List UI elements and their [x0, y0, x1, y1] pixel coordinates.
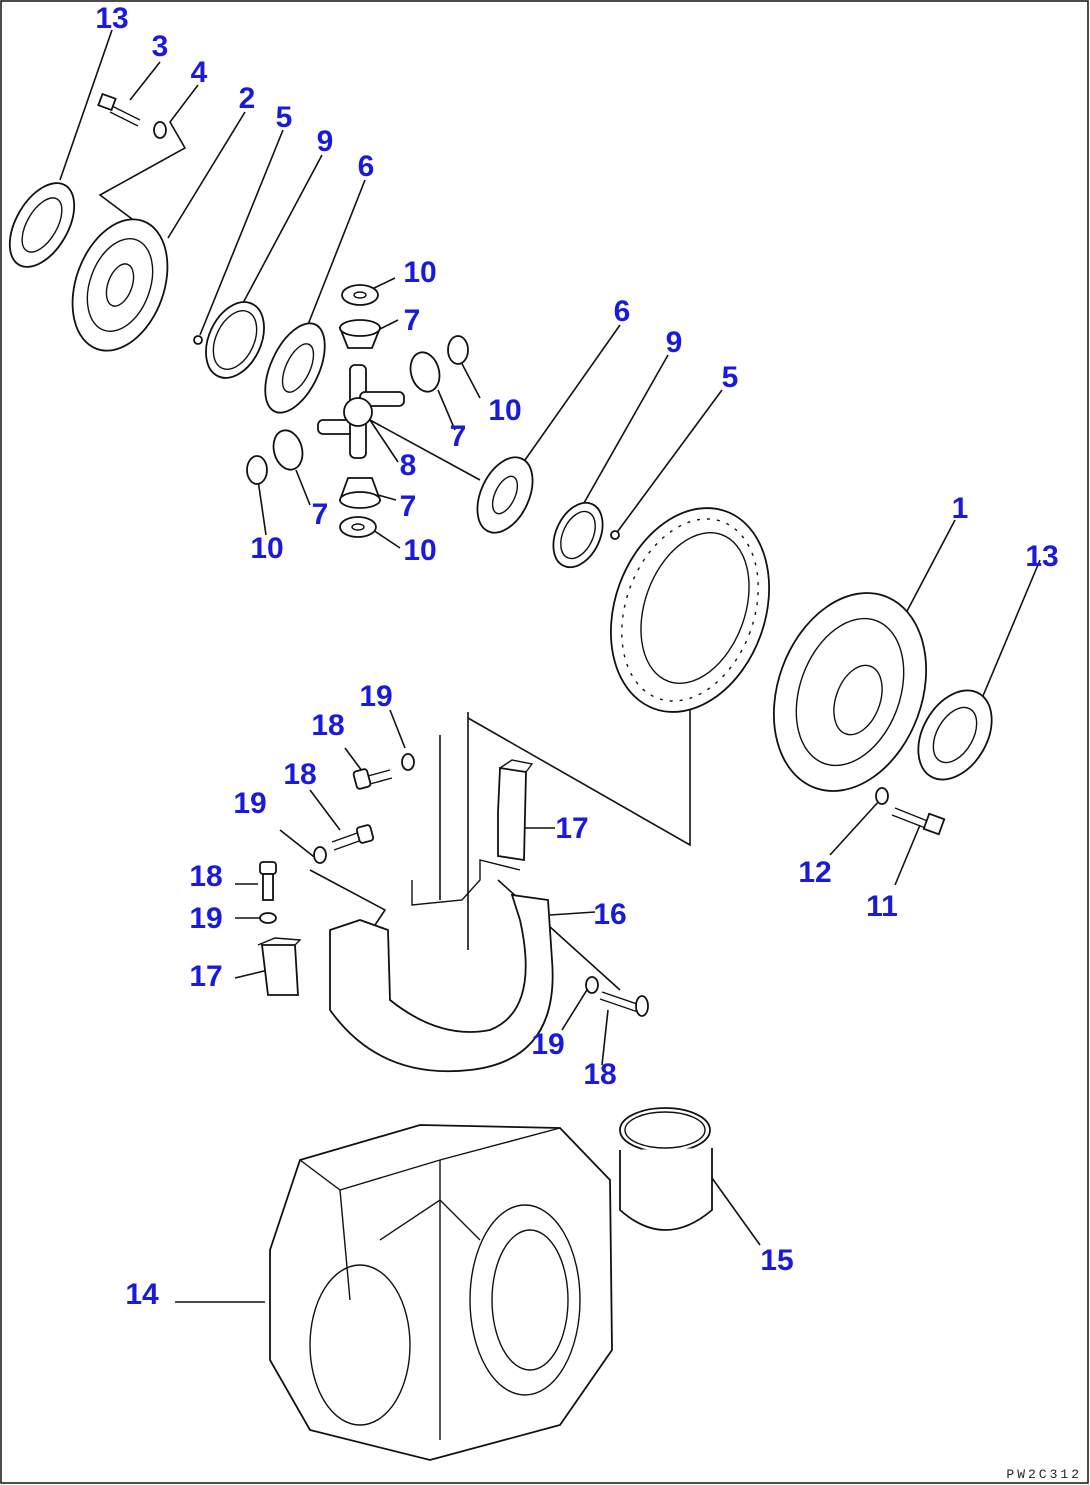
part-9-washer — [205, 301, 265, 379]
part-19-washer-d — [585, 976, 599, 994]
callout-19-c: 19 — [189, 902, 222, 935]
callout-10-right: 10 — [488, 394, 521, 427]
callout-10-top: 10 — [403, 256, 436, 289]
ring-gear — [610, 507, 770, 713]
part-7-pinion-left — [272, 429, 304, 471]
part-16-guard — [329, 859, 554, 1073]
part-5-pin-small — [193, 335, 203, 345]
part-15-sleeve — [619, 1107, 713, 1231]
part-10-washer-bottom — [339, 516, 377, 538]
part-19-washer-c — [259, 912, 277, 924]
part-6-side-gear-right — [476, 456, 534, 534]
callout-4: 4 — [191, 56, 208, 89]
part-18-bolt-b — [331, 824, 375, 851]
part-13-bearing-right — [917, 689, 993, 781]
part-2-case — [71, 218, 169, 352]
callout-17-top: 17 — [555, 812, 588, 845]
part-12-washer — [875, 787, 889, 805]
callout-18-b: 18 — [283, 758, 316, 791]
callout-9-right: 9 — [666, 326, 683, 359]
part-18-bolt-a — [352, 768, 393, 790]
callout-8: 8 — [400, 449, 417, 482]
callout-5-left: 5 — [276, 101, 293, 134]
callout-7-right: 7 — [450, 420, 467, 453]
part-3-bolt — [97, 92, 141, 127]
callout-9-left: 9 — [317, 125, 334, 158]
callout-3: 3 — [152, 30, 169, 63]
callout-6-left: 6 — [358, 150, 375, 183]
callout-1: 1 — [952, 492, 969, 525]
callout-18-a: 18 — [311, 709, 344, 742]
callout-13-right: 13 — [1025, 540, 1058, 573]
part-10-washer-left — [246, 455, 268, 485]
part-17-bracket-bottom — [257, 937, 302, 996]
part-10-washer-right — [447, 335, 469, 365]
part-7-pinion-bottom — [338, 477, 382, 509]
part-17-bracket-top — [497, 759, 534, 862]
part-8-spider — [317, 364, 405, 459]
callout-5-right: 5 — [722, 361, 739, 394]
callout-16: 16 — [593, 898, 626, 931]
callout-12: 12 — [798, 856, 831, 889]
part-14-housing — [269, 1124, 613, 1461]
callout-19-b: 19 — [233, 787, 266, 820]
callout-6-right: 6 — [614, 295, 631, 328]
callout-10-bottom: 10 — [403, 534, 436, 567]
callout-14: 14 — [125, 1278, 159, 1311]
callout-7-left: 7 — [312, 498, 329, 531]
part-5-pin-right — [610, 530, 620, 540]
part-19-washer-b — [313, 846, 327, 864]
callout-labels: 13 3 4 2 5 9 6 10 7 10 7 8 7 7 10 10 6 9… — [95, 2, 1058, 1311]
part-18-bolt-d — [599, 991, 649, 1017]
callout-2: 2 — [239, 82, 256, 115]
part-7-pinion-right — [409, 351, 441, 393]
part-1-case — [772, 592, 928, 792]
callout-17-bottom: 17 — [189, 960, 222, 993]
part-18-bolt-c — [259, 861, 277, 901]
callout-15: 15 — [760, 1244, 793, 1277]
leader-lines — [59, 29, 1041, 1303]
part-9-washer-right — [552, 501, 604, 569]
callout-7-top: 7 — [404, 304, 421, 337]
drawing-reference-code: PW2C312 — [1006, 1467, 1082, 1482]
callout-10-left: 10 — [250, 532, 283, 565]
callout-11: 11 — [866, 890, 898, 923]
part-13-bearing-left — [8, 182, 76, 268]
callout-18-d: 18 — [583, 1058, 616, 1091]
part-11-bolt — [891, 807, 946, 836]
callout-7-bottom: 7 — [400, 490, 417, 523]
callout-13-top: 13 — [95, 2, 128, 35]
part-7-pinion-top — [338, 319, 382, 349]
callout-19-a: 19 — [359, 680, 392, 713]
part-10-washer-top — [341, 284, 379, 306]
callout-18-c: 18 — [189, 860, 222, 893]
part-6-side-gear — [264, 322, 326, 414]
callout-19-d: 19 — [531, 1028, 564, 1061]
part-4-washer — [153, 121, 167, 139]
part-19-washer-a — [401, 753, 415, 771]
